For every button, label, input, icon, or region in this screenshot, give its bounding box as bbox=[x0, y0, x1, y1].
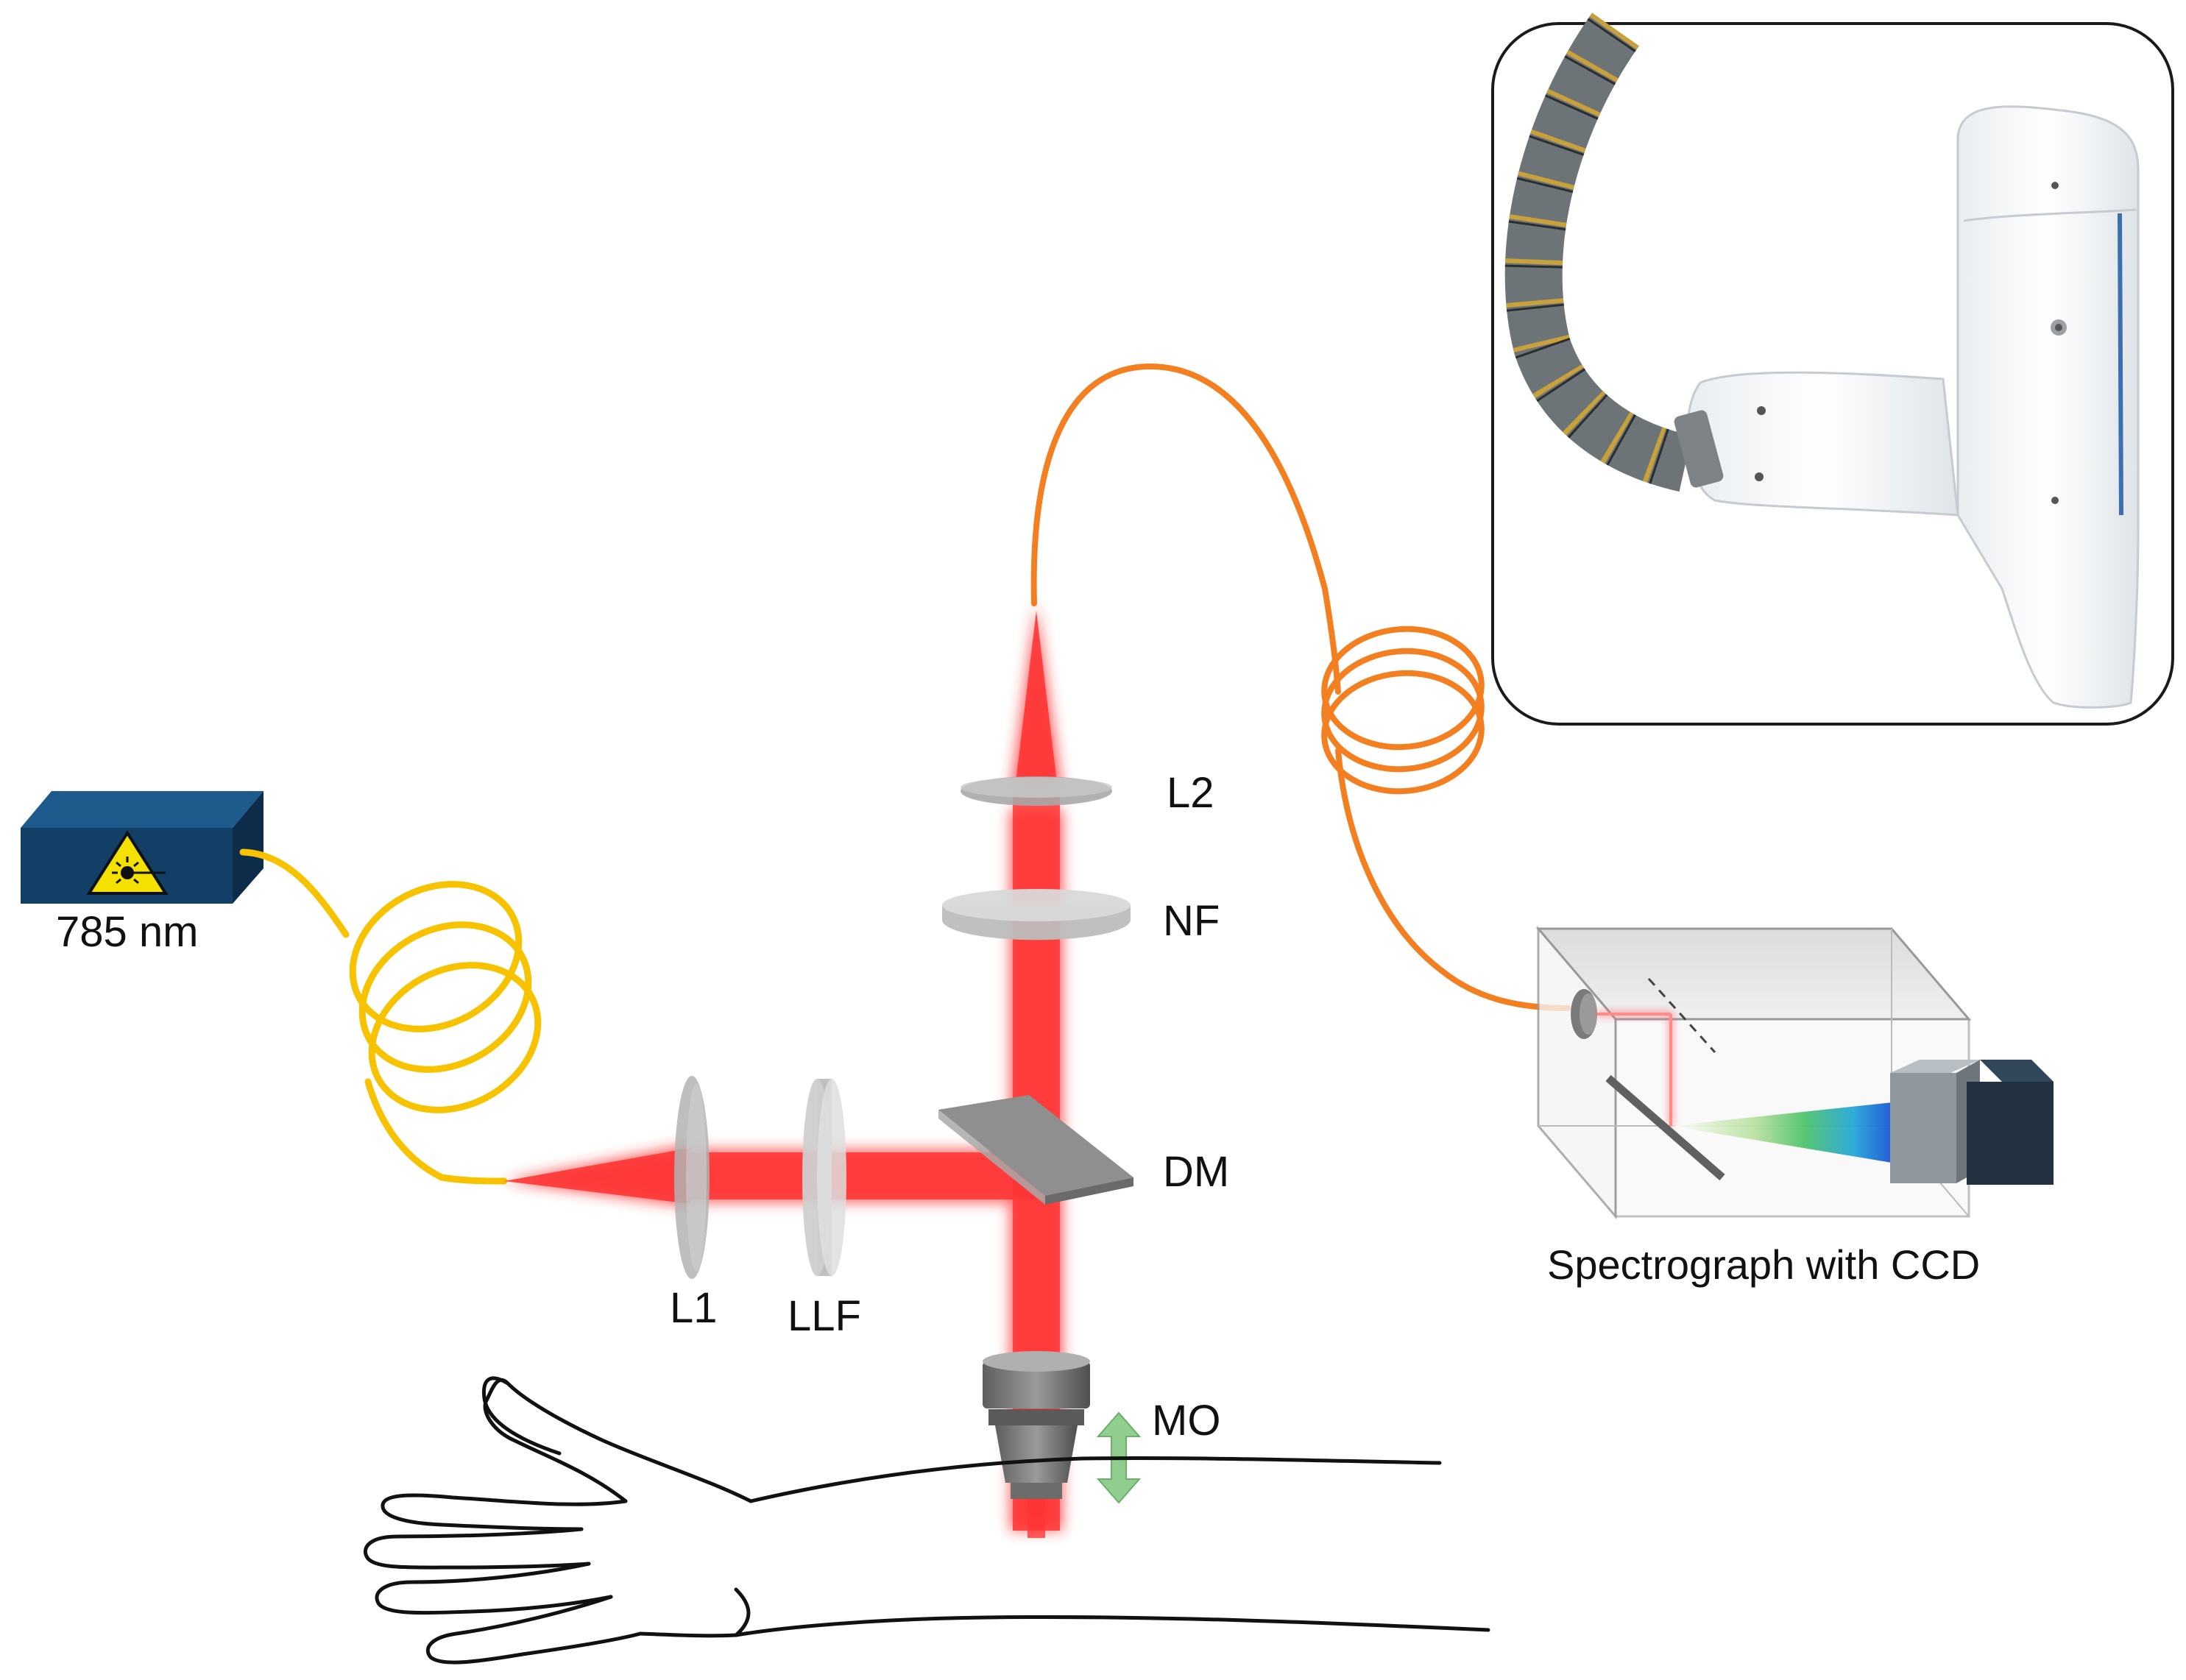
laser-warning-icon bbox=[86, 830, 169, 895]
label-dm: DM bbox=[1163, 1148, 1229, 1196]
laser-wavelength-label: 785 nm bbox=[56, 908, 198, 956]
spectrograph bbox=[1535, 925, 2054, 1220]
handheld-probe-icon bbox=[1504, 13, 2140, 709]
label-spectrograph: Spectrograph with CCD bbox=[1547, 1241, 1980, 1288]
label-mo: MO bbox=[1152, 1397, 1220, 1445]
collection-fiber bbox=[1030, 363, 1571, 1011]
laser-source-icon bbox=[21, 791, 263, 904]
probe-inset-panel bbox=[1491, 13, 2174, 726]
hand-outline-icon bbox=[363, 1376, 1490, 1665]
label-llf: LLF bbox=[788, 1292, 861, 1340]
ccd-camera-icon bbox=[1890, 1060, 2054, 1185]
label-l1: L1 bbox=[670, 1284, 718, 1332]
label-nf: NF bbox=[1163, 897, 1220, 945]
label-l2: L2 bbox=[1167, 769, 1214, 817]
laser-beam-path bbox=[504, 603, 1063, 1538]
lens-l1 bbox=[674, 1076, 710, 1279]
excitation-fiber bbox=[239, 848, 542, 1185]
lens-l2 bbox=[961, 776, 1112, 806]
notch-filter-nf bbox=[942, 889, 1131, 940]
laser-line-filter-llf bbox=[802, 1079, 846, 1276]
dichroic-mirror-dm bbox=[938, 1095, 1133, 1205]
microscope-objective-mo bbox=[983, 1351, 1090, 1499]
